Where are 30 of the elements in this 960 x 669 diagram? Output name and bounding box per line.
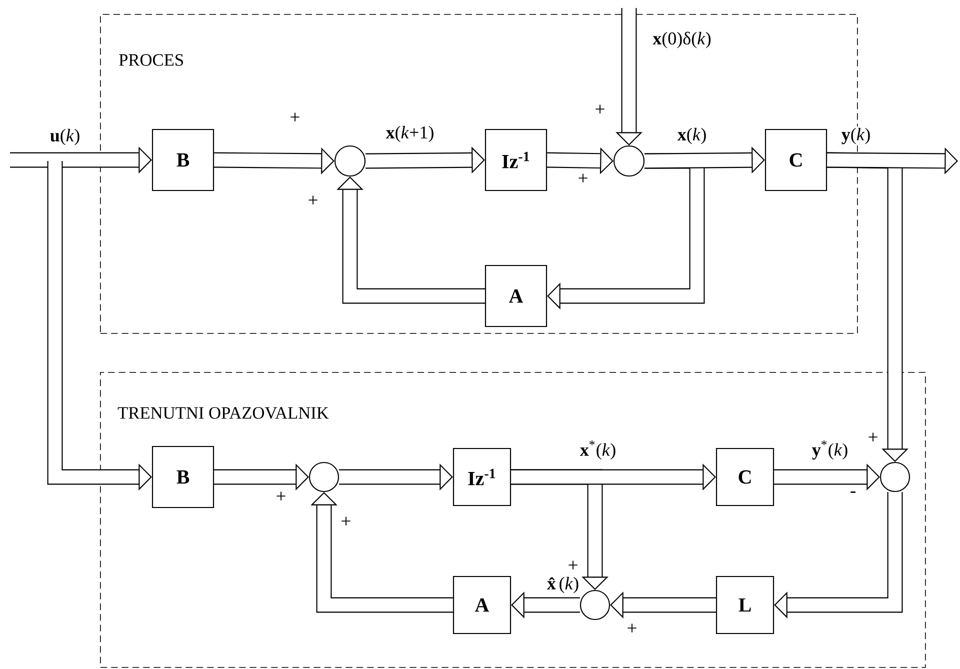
- edge-label: x(k): [676, 126, 708, 146]
- sign-label: +: [578, 174, 588, 182]
- sign-label: +: [342, 516, 350, 526]
- block-box: B: [152, 128, 214, 192]
- block-box: L: [716, 576, 774, 634]
- sign-label: +: [276, 492, 286, 500]
- block-box: A: [452, 576, 512, 634]
- edge-label: y$^{*}$(k): [810, 439, 850, 461]
- block-box: Iz$^{-1}$: [484, 128, 548, 192]
- sign-label: +: [568, 560, 578, 570]
- double-arrow: [774, 492, 903, 618]
- block-box: C: [716, 448, 774, 506]
- edge-label: y(k): [840, 126, 872, 146]
- block-box: B: [152, 446, 214, 508]
- sign-label: +: [596, 104, 604, 114]
- block-box: C: [764, 128, 828, 192]
- sign-label: -: [850, 491, 856, 493]
- sign-label: +: [868, 432, 878, 442]
- block-box: A: [484, 264, 548, 328]
- edge-label: x(k+1): [384, 124, 436, 144]
- double-arrow: [336, 176, 485, 304]
- sign-label: +: [290, 112, 300, 122]
- block-box: Iz$^{-1}$: [452, 448, 512, 506]
- sign-label: +: [308, 196, 318, 204]
- edge-label: u(k): [48, 128, 82, 146]
- edge-label: x̂(k): [546, 576, 580, 594]
- edge-label: x(0)δ(k): [651, 30, 713, 50]
- sign-label: +: [628, 624, 636, 632]
- edge-label: x$^{*}$(k): [578, 439, 618, 461]
- double-arrow: [310, 492, 453, 613]
